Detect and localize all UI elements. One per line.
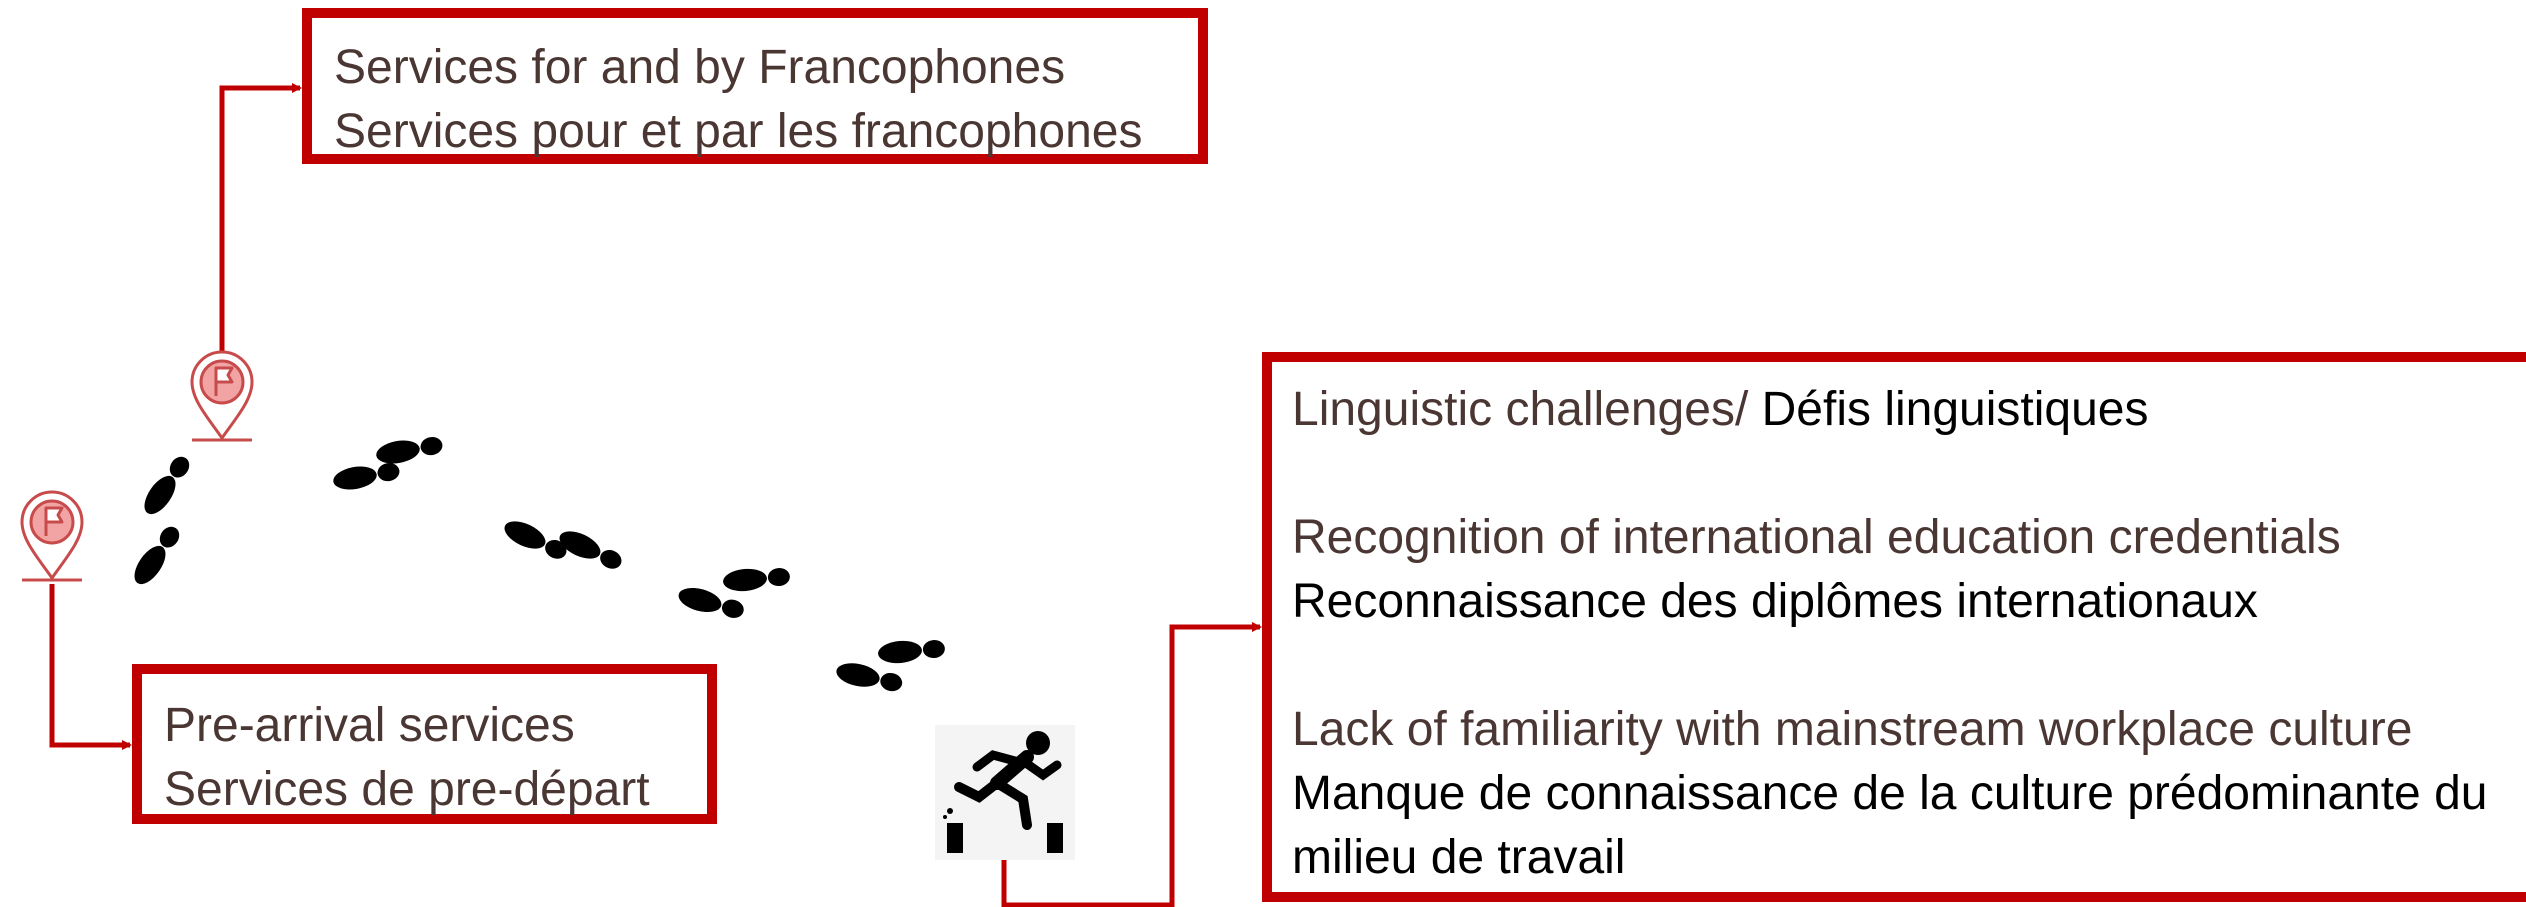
- challenges-box: Linguistic challenges/ Défis linguistiqu…: [1262, 352, 2526, 902]
- connector-left: [49, 584, 132, 750]
- pre-arrival-services-box: Pre-arrival services Services de pre-dép…: [132, 664, 717, 824]
- box-top-line-fr: Services pour et par les francophones: [334, 105, 1143, 158]
- connector-top: [219, 83, 302, 355]
- box-left-line-en: Pre-arrival services: [164, 699, 575, 752]
- footprints-icon: [675, 565, 791, 623]
- services-francophones-box: Services for and by Francophones Service…: [302, 8, 1208, 164]
- box-left-line-fr: Services de pre-départ: [164, 763, 650, 816]
- challenge-linguistic-fr: Défis linguistiques: [1761, 383, 2149, 436]
- flag-pin-icon: [190, 350, 254, 442]
- challenge-workplace-en: Lack of familiarity with mainstream work…: [1292, 703, 2413, 756]
- challenge-workplace-fr-2: milieu de travail: [1292, 831, 1626, 884]
- flag-pin-icon: [20, 490, 84, 582]
- challenge-workplace-fr-1: Manque de connaissance de la culture pré…: [1292, 767, 2488, 820]
- footprints-icon: [331, 433, 445, 493]
- jumping-person-icon: [935, 725, 1075, 860]
- footprints-icon: [500, 515, 626, 574]
- box-top-line-en: Services for and by Francophones: [334, 41, 1066, 94]
- footprints-icon: [834, 637, 946, 696]
- connector-right: [1001, 622, 1262, 907]
- challenge-linguistic: Linguistic challenges/ Défis linguistiqu…: [1292, 378, 2526, 442]
- challenge-credentials-en: Recognition of international education c…: [1292, 511, 2341, 564]
- challenge-credentials-fr: Reconnaissance des diplômes internationa…: [1292, 575, 2258, 628]
- challenge-linguistic-en: Linguistic challenges/: [1292, 383, 1762, 436]
- footprints-icon: [128, 451, 195, 590]
